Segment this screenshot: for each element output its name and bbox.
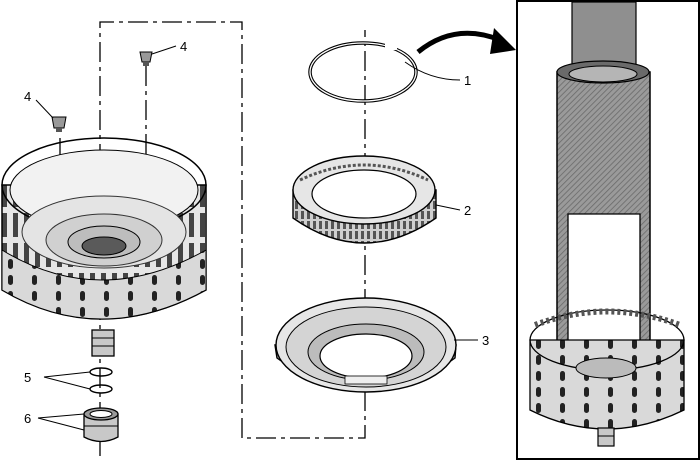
callout-3: 3 xyxy=(482,333,489,348)
clutch-housing xyxy=(1,137,207,357)
snap-ring-part xyxy=(308,41,418,103)
callout-labels: 1 2 3 4 4 5 6 xyxy=(24,39,489,426)
callout-6: 6 xyxy=(24,411,31,426)
seal-rings-part xyxy=(83,407,119,443)
piston-seal-part xyxy=(292,155,437,244)
callout-4-left: 4 xyxy=(24,89,31,104)
callout-4-upper: 4 xyxy=(180,39,187,54)
curved-arrow-icon xyxy=(416,28,516,54)
plug-upper-part xyxy=(139,51,153,66)
detail-inset xyxy=(516,0,700,460)
callout-5: 5 xyxy=(24,370,31,385)
callout-2: 2 xyxy=(464,203,471,218)
plug-left-part xyxy=(51,116,67,132)
callout-1: 1 xyxy=(464,73,471,88)
o-rings-part xyxy=(89,367,113,394)
piston-part xyxy=(274,297,457,393)
callout-leaders xyxy=(35,45,478,431)
